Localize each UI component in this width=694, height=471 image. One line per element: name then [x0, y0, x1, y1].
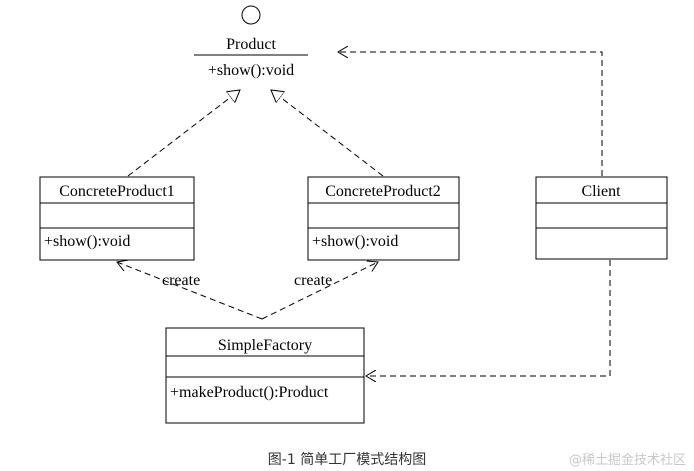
class-concreteproduct1: ConcreteProduct1 +show():void: [39, 176, 195, 261]
class-method: +show():void: [44, 233, 130, 250]
create-arrow: [117, 262, 263, 320]
class-concreteproduct2: ConcreteProduct2 +show():void: [307, 176, 460, 261]
create-label: create: [162, 272, 200, 289]
create-arrow: [261, 262, 378, 320]
class-name: SimpleFactory: [218, 337, 312, 354]
class-method: +makeProduct():Product: [170, 384, 329, 401]
product-interface-name: Product: [226, 36, 276, 53]
class-name: Client: [581, 183, 621, 200]
class-box: [165, 327, 365, 424]
class-method: +show():void: [312, 233, 398, 250]
class-box: [535, 176, 668, 260]
create-label: create: [294, 272, 332, 289]
class-name: ConcreteProduct1: [59, 183, 175, 200]
product-interface: Product +show():void: [194, 5, 308, 79]
product-interface-method: +show():void: [208, 62, 294, 79]
client-uses-product-arrow: [338, 52, 603, 176]
figure-caption: 图-1 简单工厂模式结构图: [268, 451, 426, 468]
class-simplefactory: SimpleFactory +makeProduct():Product: [165, 327, 365, 424]
class-client: Client: [535, 176, 668, 260]
realization-arrow: [271, 90, 384, 177]
client-uses-factory-arrow: [366, 260, 611, 376]
class-box: [307, 176, 460, 261]
interface-circle-icon: [241, 5, 261, 25]
realization-arrow: [127, 90, 240, 177]
watermark: @稀土掘金技术社区: [569, 452, 686, 468]
class-name: ConcreteProduct2: [325, 183, 441, 200]
